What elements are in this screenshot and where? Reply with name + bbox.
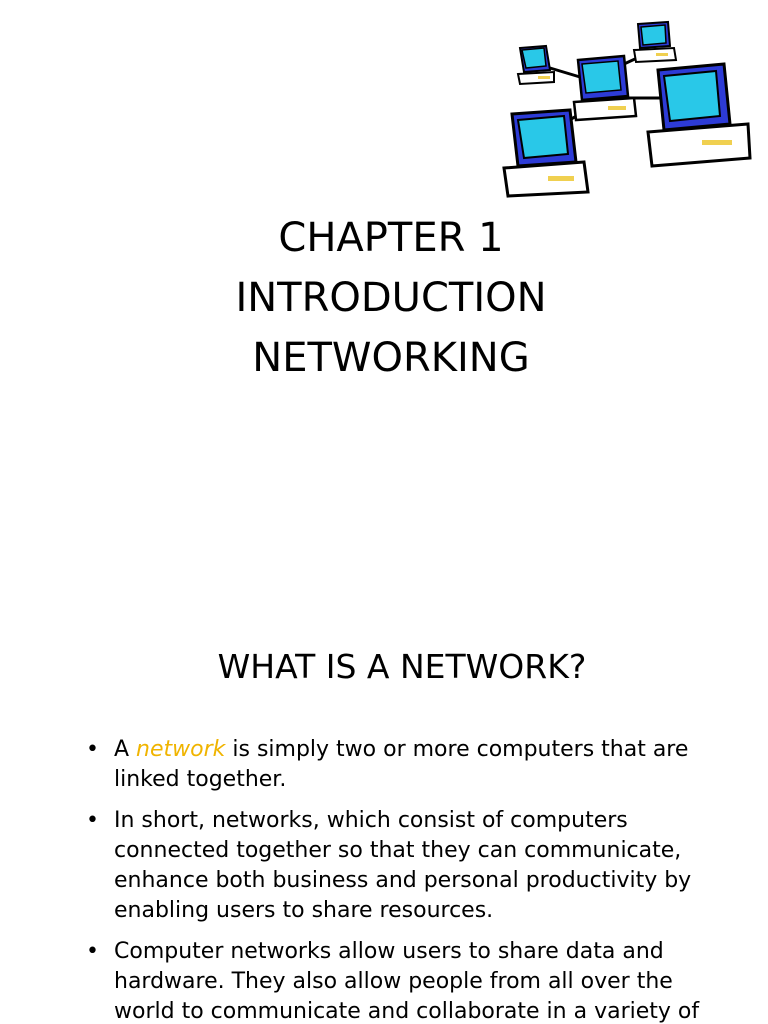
bullet-icon: • — [86, 737, 99, 762]
computer-network-icon — [502, 20, 752, 198]
title-line-3: NETWORKING — [252, 335, 530, 381]
title-line-2: INTRODUCTION — [235, 275, 547, 321]
bullet-1-highlight: network — [136, 737, 226, 762]
computer-small-left — [516, 44, 555, 86]
bullet-icon: • — [86, 939, 99, 964]
bullet-item-3: • Computer networks allow users to share… — [84, 937, 724, 1024]
chapter-title: CHAPTER 1 INTRODUCTION NETWORKING — [0, 208, 768, 388]
computer-bottom-left — [502, 108, 590, 198]
bullet-1-suffix: is simply two or more computers that are… — [114, 737, 689, 792]
bullet-3-text: Computer networks allow users to share d… — [114, 939, 700, 1024]
slide-title: WHAT IS A NETWORK? — [217, 647, 587, 686]
computer-small-right — [632, 20, 678, 64]
computer-large-right — [646, 62, 752, 168]
bullet-1-prefix: A — [114, 737, 137, 762]
title-line-1: CHAPTER 1 — [278, 215, 504, 261]
content-slide: WHAT IS A NETWORK? • A network is simply… — [0, 585, 768, 1024]
bullet-item-1: • A network is simply two or more comput… — [84, 735, 724, 795]
bullet-item-2: • In short, networks, which consist of c… — [84, 806, 724, 926]
bullet-2-text: In short, networks, which consist of com… — [114, 808, 692, 923]
bullet-list: • A network is simply two or more comput… — [84, 735, 724, 1024]
title-slide: CHAPTER 1 INTRODUCTION NETWORKING — [0, 20, 768, 388]
computer-medium-center — [572, 54, 638, 122]
bullet-icon: • — [86, 808, 99, 833]
